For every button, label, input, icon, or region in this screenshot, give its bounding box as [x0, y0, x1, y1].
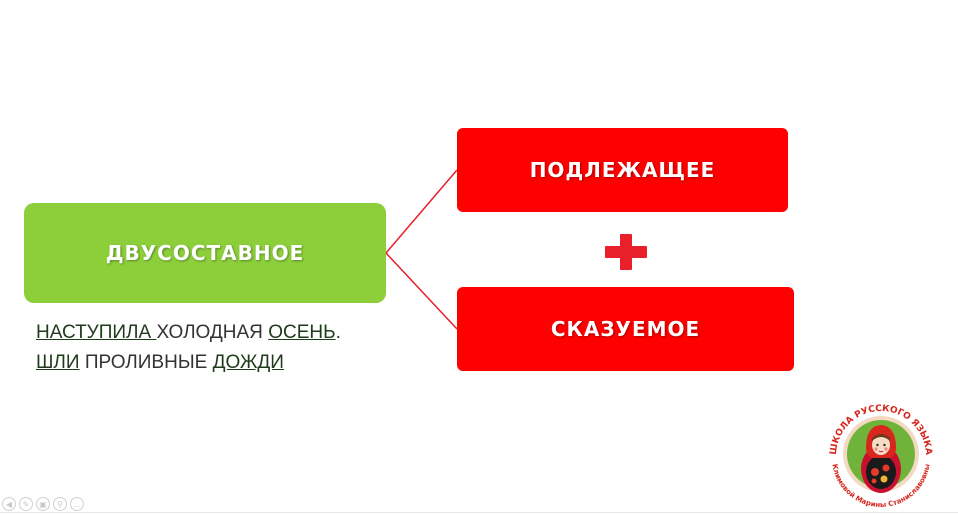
punctuation-period: . [335, 322, 341, 343]
connector-to-subject [385, 169, 458, 254]
word-subject-verb: НАСТУПИЛА [36, 322, 157, 343]
subject-box: ПОДЛЕЖАЩЕЕ [457, 128, 788, 212]
word-subject-noun-2: ДОЖДИ [212, 352, 284, 373]
pen-icon[interactable]: ✎ [19, 497, 33, 511]
prev-slide-icon[interactable]: ◀ [2, 497, 16, 511]
plus-icon [605, 234, 647, 270]
slide-nav-controls: ◀ ✎ ▣ ⚲ … [2, 497, 84, 511]
matryoshka-logo: ШКОЛА РУССКОГО ЯЗЫКА Климовой Марины Ста… [829, 404, 933, 509]
slides-menu-icon[interactable]: ▣ [36, 497, 50, 511]
subject-label: ПОДЛЕЖАЩЕЕ [529, 158, 716, 182]
word-adjective-2: ПРОЛИВНЫЕ [79, 352, 213, 373]
main-type-label: ДВУСОСТАВНОЕ [105, 241, 305, 265]
connector-to-predicate [385, 252, 458, 330]
zoom-icon[interactable]: ⚲ [53, 497, 67, 511]
word-predicate-verb: ШЛИ [36, 352, 80, 373]
main-type-box: ДВУСОСТАВНОЕ [24, 203, 386, 303]
more-options-icon[interactable]: … [70, 497, 84, 511]
predicate-label: СКАЗУЕМОЕ [550, 317, 701, 341]
example-sentence: НАСТУПИЛА ХОЛОДНАЯ ОСЕНЬ. ШЛИ ПРОЛИВНЫЕ … [36, 318, 341, 378]
sentence-line-2: ШЛИ ПРОЛИВНЫЕ ДОЖДИ [36, 348, 341, 378]
word-adjective: ХОЛОДНАЯ [156, 322, 269, 343]
predicate-box: СКАЗУЕМОЕ [457, 287, 794, 371]
word-subject-noun: ОСЕНЬ [268, 322, 336, 343]
slide-bottom-border [0, 512, 958, 513]
sentence-line-1: НАСТУПИЛА ХОЛОДНАЯ ОСЕНЬ. [36, 318, 341, 348]
